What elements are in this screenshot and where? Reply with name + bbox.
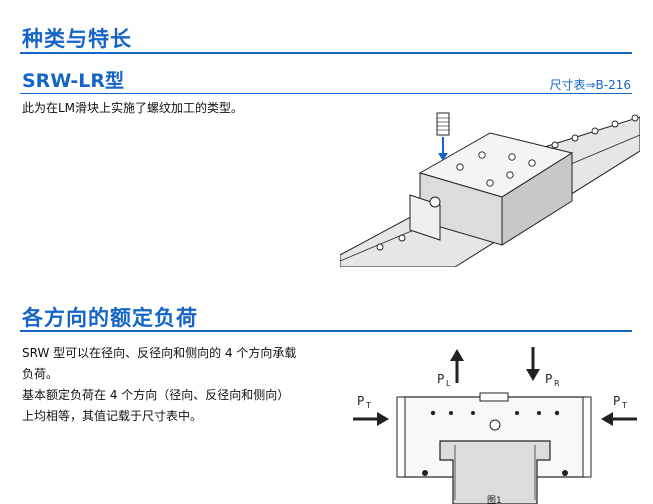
load-direction-diagram: P L P R P T P T 图1 bbox=[353, 347, 637, 504]
pl-label: P bbox=[437, 372, 444, 386]
pr-subscript: R bbox=[554, 379, 560, 388]
load-paragraph-2-line-1: 基本额定负荷在 4 个方向（径向、反径向和侧向） bbox=[22, 388, 290, 402]
pr-label: P bbox=[545, 372, 552, 386]
section-title-load: 各方向的额定负荷 bbox=[22, 306, 198, 330]
section-rule-types bbox=[20, 52, 632, 54]
section-rule-load bbox=[20, 330, 632, 332]
pt-left-label: P bbox=[357, 394, 364, 408]
load-paragraph-1-line-2: 负荷。 bbox=[22, 367, 59, 381]
pl-subscript: L bbox=[446, 379, 451, 388]
model-title: SRW-LR型 bbox=[22, 70, 125, 92]
pt-right-subscript: T bbox=[621, 401, 627, 410]
lm-guide-illustration bbox=[340, 112, 640, 267]
size-table-link[interactable]: 尺寸表⇒B-216 bbox=[549, 78, 631, 92]
section-title-types: 种类与特长 bbox=[22, 27, 132, 51]
load-paragraph-2-line-2: 上均相等，其值记载于尺寸表中。 bbox=[22, 409, 203, 423]
pt-right-label: P bbox=[613, 394, 620, 408]
load-paragraph-1-line-1: SRW 型可以在径向、反径向和侧向的 4 个方向承载 bbox=[22, 346, 297, 360]
pt-left-subscript: T bbox=[365, 401, 371, 410]
figure-caption: 图1 bbox=[487, 495, 502, 504]
model-rule bbox=[20, 93, 632, 94]
model-description: 此为在LM滑块上实施了螺纹加工的类型。 bbox=[22, 101, 244, 115]
